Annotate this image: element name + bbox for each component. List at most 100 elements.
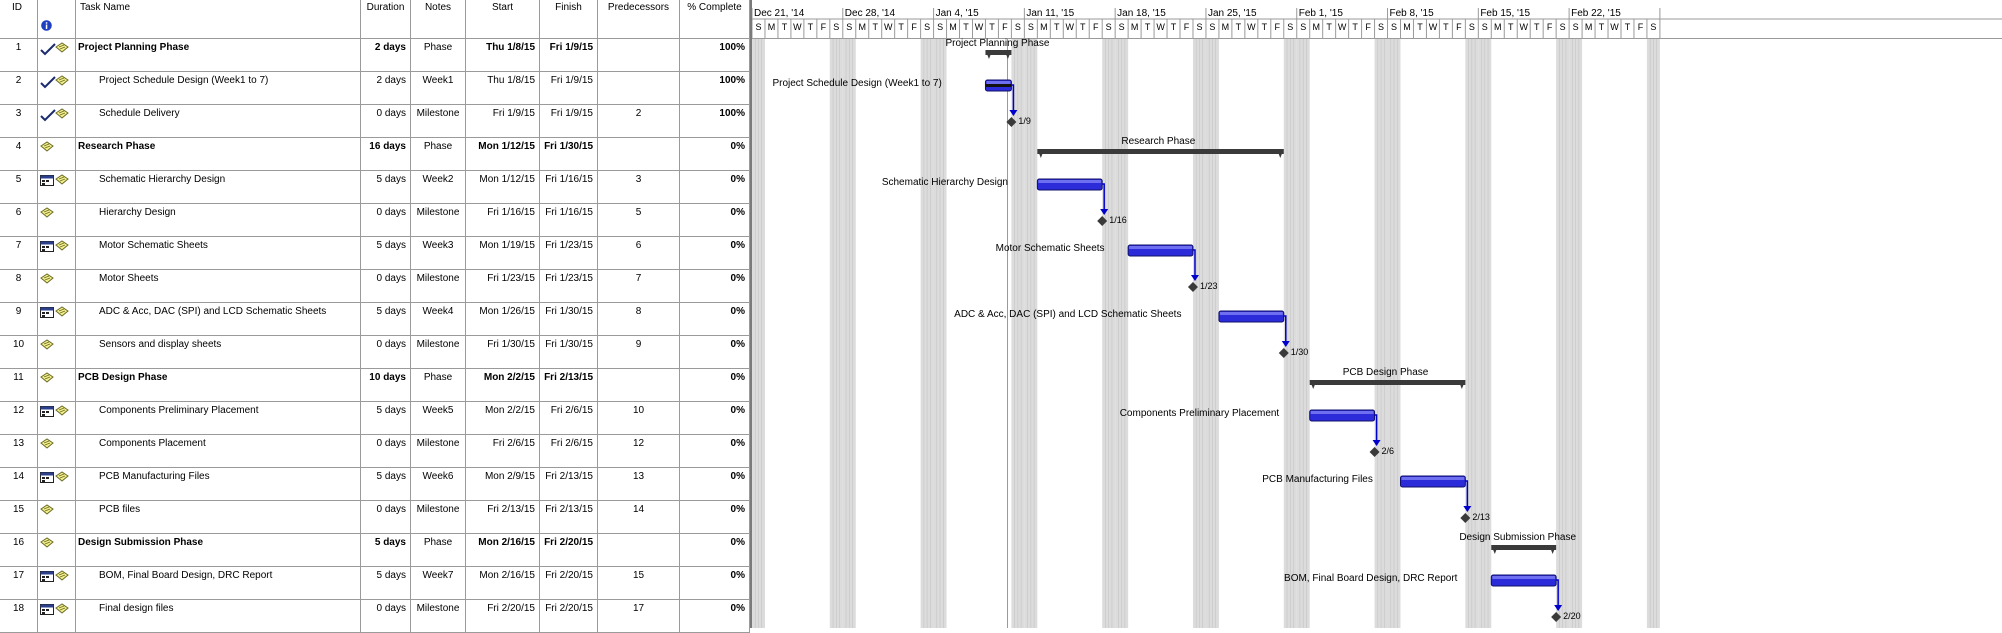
milestone-marker[interactable] bbox=[1187, 282, 1198, 292]
column-header-ind[interactable] bbox=[38, 0, 76, 39]
milestone-marker[interactable] bbox=[1097, 216, 1108, 226]
task-start[interactable]: Fri 1/30/15 bbox=[466, 336, 540, 369]
task-start[interactable]: Fri 2/20/15 bbox=[466, 600, 540, 633]
task-id[interactable]: 3 bbox=[0, 105, 38, 138]
task-duration[interactable]: 0 days bbox=[361, 501, 411, 534]
task-complete[interactable]: 100% bbox=[680, 39, 750, 72]
task-start[interactable]: Mon 2/16/15 bbox=[466, 567, 540, 600]
task-finish[interactable]: Fri 1/9/15 bbox=[540, 39, 598, 72]
task-id[interactable]: 18 bbox=[0, 600, 38, 633]
task-duration[interactable]: 5 days bbox=[361, 567, 411, 600]
task-notes[interactable]: Week4 bbox=[411, 303, 466, 336]
task-name[interactable]: Components Preliminary Placement bbox=[76, 402, 361, 435]
task-id[interactable]: 7 bbox=[0, 237, 38, 270]
task-name[interactable]: Schedule Delivery bbox=[76, 105, 361, 138]
task-notes[interactable]: Week7 bbox=[411, 567, 466, 600]
task-notes[interactable]: Phase bbox=[411, 138, 466, 171]
task-finish[interactable]: Fri 2/20/15 bbox=[540, 534, 598, 567]
task-finish[interactable]: Fri 2/13/15 bbox=[540, 468, 598, 501]
task-predecessors[interactable] bbox=[598, 534, 680, 567]
task-duration[interactable]: 0 days bbox=[361, 270, 411, 303]
task-id[interactable]: 8 bbox=[0, 270, 38, 303]
task-finish[interactable]: Fri 2/13/15 bbox=[540, 501, 598, 534]
summary-bar[interactable] bbox=[1491, 545, 1557, 550]
task-name[interactable]: Motor Schematic Sheets bbox=[76, 237, 361, 270]
task-duration[interactable]: 5 days bbox=[361, 468, 411, 501]
task-start[interactable]: Mon 1/19/15 bbox=[466, 237, 540, 270]
task-duration[interactable]: 5 days bbox=[361, 237, 411, 270]
task-finish[interactable]: Fri 2/20/15 bbox=[540, 600, 598, 633]
task-name[interactable]: Project Planning Phase bbox=[76, 39, 361, 72]
task-id[interactable]: 10 bbox=[0, 336, 38, 369]
task-notes[interactable]: Milestone bbox=[411, 336, 466, 369]
task-complete[interactable]: 100% bbox=[680, 105, 750, 138]
column-header-duration[interactable]: Duration bbox=[361, 0, 411, 39]
task-complete[interactable]: 0% bbox=[680, 402, 750, 435]
task-start[interactable]: Mon 1/12/15 bbox=[466, 138, 540, 171]
column-header-finish[interactable]: Finish bbox=[540, 0, 598, 39]
task-finish[interactable]: Fri 1/16/15 bbox=[540, 171, 598, 204]
task-complete[interactable]: 100% bbox=[680, 72, 750, 105]
task-complete[interactable]: 0% bbox=[680, 303, 750, 336]
task-notes[interactable]: Week1 bbox=[411, 72, 466, 105]
task-name[interactable]: Design Submission Phase bbox=[76, 534, 361, 567]
task-predecessors[interactable] bbox=[598, 138, 680, 171]
milestone-marker[interactable] bbox=[1006, 117, 1017, 127]
task-name[interactable]: Components Placement bbox=[76, 435, 361, 468]
task-duration[interactable]: 5 days bbox=[361, 303, 411, 336]
summary-bar[interactable] bbox=[1309, 380, 1466, 385]
task-complete[interactable]: 0% bbox=[680, 600, 750, 633]
task-duration[interactable]: 2 days bbox=[361, 72, 411, 105]
task-predecessors[interactable]: 14 bbox=[598, 501, 680, 534]
column-header-pred[interactable]: Predecessors bbox=[598, 0, 680, 39]
task-complete[interactable]: 0% bbox=[680, 237, 750, 270]
task-notes[interactable]: Milestone bbox=[411, 105, 466, 138]
task-finish[interactable]: Fri 1/30/15 bbox=[540, 336, 598, 369]
task-notes[interactable]: Milestone bbox=[411, 435, 466, 468]
task-id[interactable]: 4 bbox=[0, 138, 38, 171]
task-complete[interactable]: 0% bbox=[680, 369, 750, 402]
task-duration[interactable]: 5 days bbox=[361, 402, 411, 435]
column-header-notes[interactable]: Notes bbox=[411, 0, 466, 39]
task-complete[interactable]: 0% bbox=[680, 138, 750, 171]
task-id[interactable]: 15 bbox=[0, 501, 38, 534]
task-start[interactable]: Fri 1/23/15 bbox=[466, 270, 540, 303]
task-id[interactable]: 13 bbox=[0, 435, 38, 468]
column-header-complete[interactable]: % Complete bbox=[680, 0, 750, 39]
task-name[interactable]: PCB Manufacturing Files bbox=[76, 468, 361, 501]
task-id[interactable]: 1 bbox=[0, 39, 38, 72]
milestone-marker[interactable] bbox=[1551, 612, 1562, 622]
task-notes[interactable]: Phase bbox=[411, 369, 466, 402]
task-id[interactable]: 14 bbox=[0, 468, 38, 501]
task-start[interactable]: Mon 1/12/15 bbox=[466, 171, 540, 204]
task-id[interactable]: 12 bbox=[0, 402, 38, 435]
task-notes[interactable]: Phase bbox=[411, 39, 466, 72]
task-complete[interactable]: 0% bbox=[680, 567, 750, 600]
task-start[interactable]: Fri 1/16/15 bbox=[466, 204, 540, 237]
task-id[interactable]: 16 bbox=[0, 534, 38, 567]
task-start[interactable]: Mon 2/16/15 bbox=[466, 534, 540, 567]
task-notes[interactable]: Phase bbox=[411, 534, 466, 567]
task-name[interactable]: Project Schedule Design (Week1 to 7) bbox=[76, 72, 361, 105]
task-predecessors[interactable]: 5 bbox=[598, 204, 680, 237]
task-duration[interactable]: 0 days bbox=[361, 105, 411, 138]
task-finish[interactable]: Fri 2/13/15 bbox=[540, 369, 598, 402]
task-finish[interactable]: Fri 1/30/15 bbox=[540, 303, 598, 336]
task-complete[interactable]: 0% bbox=[680, 435, 750, 468]
task-complete[interactable]: 0% bbox=[680, 204, 750, 237]
task-name[interactable]: PCB Design Phase bbox=[76, 369, 361, 402]
task-finish[interactable]: Fri 1/30/15 bbox=[540, 138, 598, 171]
task-notes[interactable]: Week5 bbox=[411, 402, 466, 435]
task-predecessors[interactable]: 8 bbox=[598, 303, 680, 336]
